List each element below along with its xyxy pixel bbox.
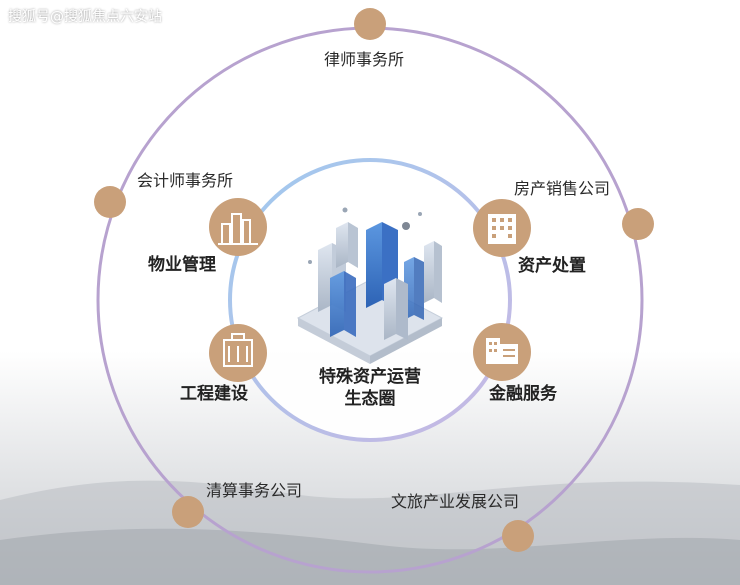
- label-accounting: 会计师事务所: [137, 171, 234, 190]
- label-property-mgmt: 物业管理: [148, 255, 216, 275]
- factory-building-icon: [223, 333, 253, 367]
- label-construction: 工程建设: [180, 384, 248, 404]
- center-title-line2: 生态圈: [344, 389, 396, 409]
- label-cultural-tourism: 文旅产业发展公司: [391, 492, 520, 511]
- finance-services-node: [473, 323, 531, 381]
- outer-node-bottom-right: [502, 520, 534, 552]
- label-realestate-sales: 房产销售公司: [514, 179, 611, 198]
- center-title: 特殊资产运营 生态圈: [300, 366, 440, 410]
- outer-node-top: [354, 8, 386, 40]
- outer-node-left: [94, 186, 126, 218]
- construction-node: [209, 324, 267, 382]
- label-finance-services: 金融服务: [489, 384, 557, 404]
- asset-disposal-node: [473, 199, 531, 257]
- outer-node-bottom-left: [172, 496, 204, 528]
- city-buildings-icon: [218, 213, 258, 245]
- label-liquidation: 清算事务公司: [206, 481, 303, 500]
- central-city-illustration: [296, 207, 444, 364]
- bank-building-icon: [486, 338, 518, 364]
- watermark-text: 搜狐号@搜狐焦点六安站: [8, 9, 162, 25]
- property-mgmt-node: [209, 198, 267, 256]
- label-lawyer: 律师事务所: [324, 50, 405, 69]
- office-building-icon: [488, 214, 516, 244]
- label-asset-disposal: 资产处置: [518, 256, 586, 276]
- center-title-line1: 特殊资产运营: [319, 367, 421, 387]
- outer-node-right: [622, 208, 654, 240]
